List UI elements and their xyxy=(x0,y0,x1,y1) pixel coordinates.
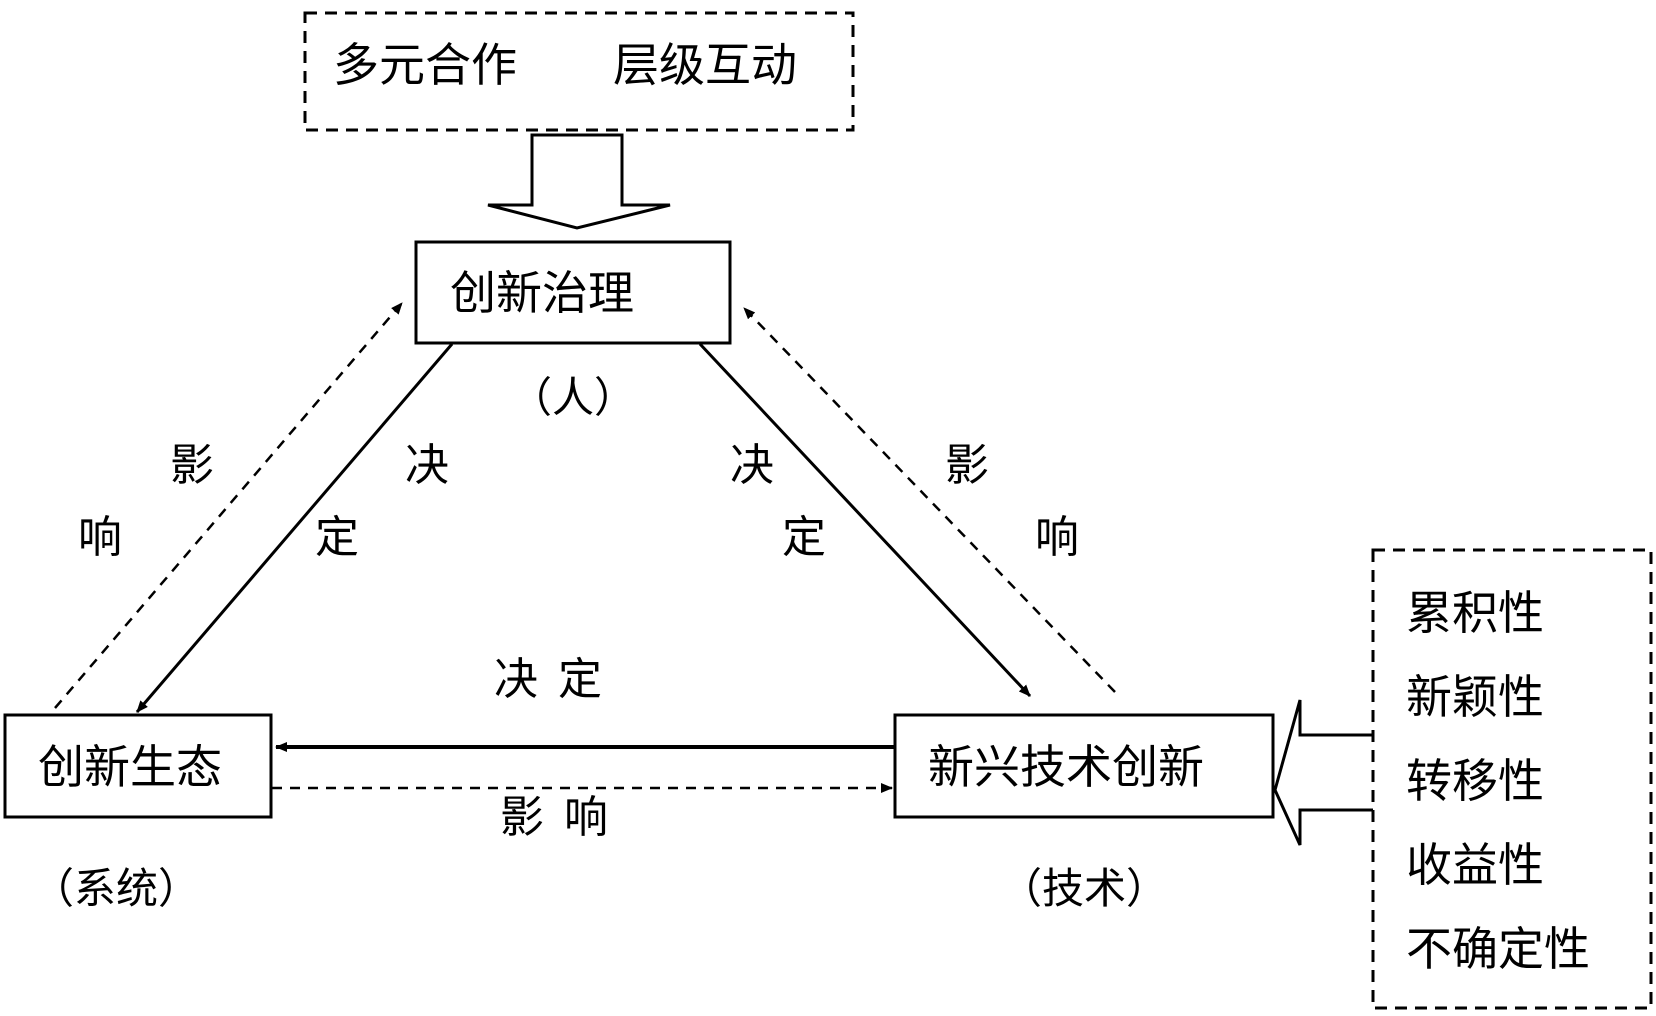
right-influence-char-1: 影 xyxy=(945,440,989,491)
top-note-box xyxy=(303,11,855,132)
arrow-governance-to-technology xyxy=(698,342,1032,698)
node-box-governance xyxy=(414,240,732,345)
bottom-influence-label: 影响 xyxy=(500,792,628,843)
left-decide-char-2: 定 xyxy=(315,512,359,563)
attribute-item: 累积性 xyxy=(1406,586,1544,640)
node-sub-ecosystem: （系统） xyxy=(32,864,201,913)
right-decide-char-1: 决 xyxy=(730,440,774,491)
left-decide-char-1: 决 xyxy=(405,440,449,491)
node-sub-governance: （人） xyxy=(510,373,637,422)
node-label-ecosystem: 创新生态 xyxy=(38,740,222,794)
right-influence-char-2: 响 xyxy=(1035,512,1079,563)
node-sub-technology: （技术） xyxy=(1000,864,1169,913)
attribute-item: 转移性 xyxy=(1406,754,1544,808)
node-label-technology: 新兴技术创新 xyxy=(928,740,1204,794)
top-note-left: 多元合作 xyxy=(333,38,517,92)
hollow-down-arrow xyxy=(487,133,671,230)
top-note-right: 层级互动 xyxy=(613,38,797,92)
attribute-item: 新颖性 xyxy=(1406,670,1544,724)
left-influence-char-2: 响 xyxy=(78,512,122,563)
attribute-item: 不确定性 xyxy=(1406,922,1590,976)
arrow-technology-to-governance xyxy=(743,307,1116,693)
right-decide-char-2: 定 xyxy=(782,512,826,563)
node-box-ecosystem xyxy=(3,713,273,819)
node-box-technology xyxy=(893,713,1275,819)
attribute-item: 收益性 xyxy=(1406,838,1544,892)
node-label-governance: 创新治理 xyxy=(450,266,634,320)
bottom-decide-label: 决定 xyxy=(494,654,622,705)
left-influence-char-1: 影 xyxy=(170,440,214,491)
arrow-ecosystem-to-governance xyxy=(54,302,403,709)
arrow-governance-to-ecosystem xyxy=(135,343,454,713)
hollow-left-arrow xyxy=(1273,699,1373,846)
attributes-box xyxy=(1371,548,1653,1010)
